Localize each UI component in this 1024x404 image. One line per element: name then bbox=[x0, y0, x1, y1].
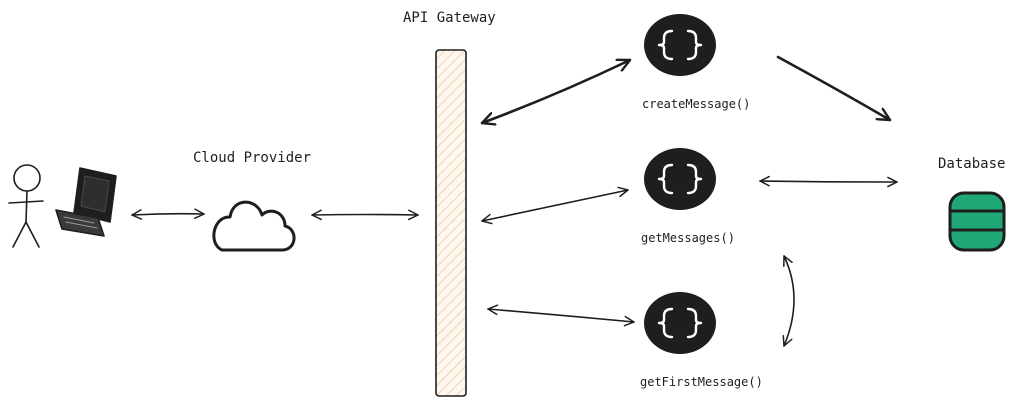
curly-braces-icon bbox=[644, 148, 716, 210]
edge-gateway-first bbox=[487, 304, 635, 327]
function-get-messages: getMessages() bbox=[641, 148, 735, 245]
function-get-first-message: getFirstMessage() bbox=[640, 292, 763, 389]
get-first-message-label: getFirstMessage() bbox=[640, 375, 763, 389]
database-icon bbox=[948, 191, 1006, 252]
curly-braces-icon bbox=[644, 14, 716, 76]
api-gateway-label: API Gateway bbox=[403, 10, 496, 26]
database-label: Database bbox=[938, 156, 1005, 172]
curly-braces-icon bbox=[644, 292, 716, 354]
computer-icon bbox=[55, 167, 117, 237]
cloud-provider-label: Cloud Provider bbox=[193, 150, 311, 166]
edge-user-cloud bbox=[131, 208, 205, 220]
edge-create-database bbox=[776, 55, 892, 122]
edge-gateway-get bbox=[481, 186, 629, 225]
edge-gateway-create bbox=[480, 60, 632, 123]
edge-get-first bbox=[782, 255, 795, 347]
api-gateway-bar bbox=[435, 49, 467, 397]
cloud-icon bbox=[212, 200, 296, 252]
edge-get-database bbox=[759, 175, 898, 188]
function-create-message: createMessage() bbox=[642, 14, 750, 111]
create-message-label: createMessage() bbox=[642, 97, 750, 111]
stick-figure-icon bbox=[8, 164, 44, 248]
edge-cloud-gateway bbox=[311, 209, 419, 221]
get-messages-label: getMessages() bbox=[641, 231, 735, 245]
